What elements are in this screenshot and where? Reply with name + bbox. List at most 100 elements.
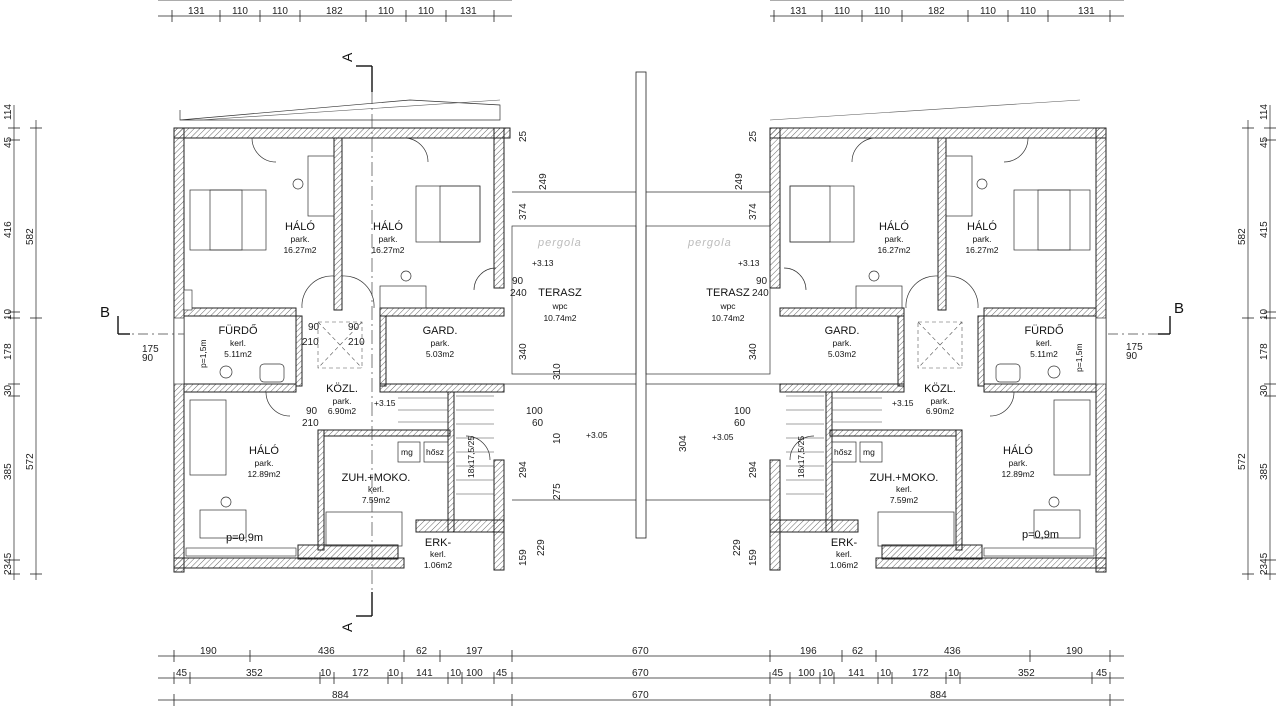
room-furdo-left: FÜRDŐ kerl. 5.11m2 bbox=[218, 323, 258, 359]
room-erk-left: ERK- kerl. 1.06m2 bbox=[424, 537, 453, 570]
bottom-r3-right: 884 bbox=[930, 690, 947, 701]
side-dimension-right: 114 45 415 582 10 178 30 385 572 2345 bbox=[1237, 104, 1276, 580]
svg-text:6.90m2: 6.90m2 bbox=[328, 406, 357, 416]
dim-60-right: 60 bbox=[734, 418, 746, 429]
dim-310-left: 310 bbox=[552, 363, 563, 380]
svg-text:kerl.: kerl. bbox=[896, 484, 912, 494]
room-kozl-right: KÖZL. park. 6.90m2 bbox=[924, 383, 956, 416]
top-dim-r-1: 131 bbox=[790, 6, 807, 17]
svg-text:1.06m2: 1.06m2 bbox=[830, 560, 859, 570]
dim-374-right: 374 bbox=[748, 203, 759, 220]
svg-text:16.27m2: 16.27m2 bbox=[877, 245, 910, 255]
side-dim-r-4: 582 bbox=[1237, 228, 1248, 245]
level-313-right: +3.13 bbox=[738, 258, 760, 268]
top-dim-r-5: 110 bbox=[980, 6, 996, 17]
top-dim-l-2: 110 bbox=[232, 6, 248, 17]
side-dim-r-8: 385 bbox=[1259, 463, 1270, 480]
svg-text:GARD.: GARD. bbox=[423, 325, 458, 337]
bottom-r2-r-1: 45 bbox=[772, 668, 784, 679]
bottom-r1-r-4: 190 bbox=[1066, 646, 1083, 657]
bottom-r2-mid: 670 bbox=[632, 668, 649, 679]
bottom-r2-l-6: 141 bbox=[416, 668, 433, 679]
pergola-right: pergola bbox=[687, 237, 732, 249]
bottom-r3-left: 884 bbox=[332, 690, 349, 701]
bottom-r1-r-3: 436 bbox=[944, 646, 961, 657]
fixture-mg-right: mg bbox=[863, 447, 875, 457]
unit-right: hősz mg B 175 90 p=1,5m p=0,9m 18x17,5/2… bbox=[645, 99, 1184, 573]
room-furdo-right: FÜRDŐ kerl. 5.11m2 bbox=[1024, 323, 1064, 359]
room-erk-right: ERK- kerl. 1.06m2 bbox=[830, 537, 859, 570]
svg-text:kerl.: kerl. bbox=[230, 338, 246, 348]
side-dim-l-6: 178 bbox=[3, 343, 14, 360]
unit-left: mg hősz A A B 175 90 p=1,5m p=0,9m 18x17… bbox=[100, 52, 689, 632]
svg-text:park.: park. bbox=[885, 234, 904, 244]
svg-text:park.: park. bbox=[973, 234, 992, 244]
svg-text:TERASZ: TERASZ bbox=[538, 287, 582, 299]
dim-90-right: 90 bbox=[1126, 351, 1138, 362]
bottom-r2-l-5: 10 bbox=[388, 668, 400, 679]
svg-text:wpc: wpc bbox=[719, 301, 736, 311]
section-b-right: B bbox=[1174, 300, 1184, 317]
side-dim-r-6: 178 bbox=[1259, 343, 1270, 360]
room-halo-3-right: HÁLÓ park. 12.89m2 bbox=[1001, 444, 1034, 479]
svg-text:park.: park. bbox=[1009, 458, 1028, 468]
dim-229-left: 229 bbox=[536, 539, 547, 556]
svg-text:park.: park. bbox=[255, 458, 274, 468]
bottom-r1-mid: 670 bbox=[632, 646, 649, 657]
dim-60-left: 60 bbox=[532, 418, 544, 429]
window-p15-left: p=1,5m bbox=[198, 339, 208, 368]
svg-text:KÖZL.: KÖZL. bbox=[924, 383, 956, 395]
door-dim-210-l3: 210 bbox=[302, 418, 319, 429]
room-terasz-right: TERASZ wpc 10.74m2 bbox=[706, 287, 750, 323]
side-dim-l-10: 2345 bbox=[3, 552, 14, 575]
svg-text:10.74m2: 10.74m2 bbox=[543, 313, 576, 323]
svg-text:HÁLÓ: HÁLÓ bbox=[285, 220, 315, 233]
dim-249-left: 249 bbox=[538, 173, 549, 190]
bottom-dimension-row-1: 190 436 62 197 670 196 62 436 190 bbox=[158, 646, 1124, 662]
svg-text:kerl.: kerl. bbox=[836, 549, 852, 559]
door-dim-90-l1: 90 bbox=[308, 322, 320, 333]
bottom-r1-l-4: 197 bbox=[466, 646, 483, 657]
svg-text:HÁLÓ: HÁLÓ bbox=[249, 444, 279, 457]
svg-text:1.06m2: 1.06m2 bbox=[424, 560, 453, 570]
top-dim-l-5: 110 bbox=[378, 6, 394, 17]
dim-100-right: 100 bbox=[734, 406, 751, 417]
dim-294-right: 294 bbox=[748, 461, 759, 478]
side-dim-l-7: 30 bbox=[3, 384, 14, 396]
top-dimension-left: 131 110 110 182 110 110 131 bbox=[158, 0, 512, 22]
room-terasz-left: TERASZ wpc 10.74m2 bbox=[538, 287, 582, 323]
dim-294-left: 294 bbox=[518, 461, 529, 478]
top-dim-r-3: 110 bbox=[874, 6, 890, 17]
svg-text:5.03m2: 5.03m2 bbox=[828, 349, 857, 359]
room-gard-right: GARD. park. 5.03m2 bbox=[825, 325, 860, 359]
svg-text:HÁLÓ: HÁLÓ bbox=[1003, 444, 1033, 457]
room-halo-2-left: HÁLÓ park. 16.27m2 bbox=[371, 220, 404, 255]
door-dim-210-l2: 210 bbox=[348, 337, 365, 348]
side-dim-l-1: 114 bbox=[3, 104, 14, 120]
side-dim-r-10: 2345 bbox=[1259, 552, 1270, 575]
bottom-r2-l-8: 100 bbox=[466, 668, 483, 679]
top-dim-r-7: 131 bbox=[1078, 6, 1095, 17]
svg-text:12.89m2: 12.89m2 bbox=[247, 469, 280, 479]
svg-text:KÖZL.: KÖZL. bbox=[326, 383, 358, 395]
level-315-left: +3.15 bbox=[374, 398, 396, 408]
door-dim-90-l3: 90 bbox=[306, 406, 318, 417]
bottom-r2-r-5: 10 bbox=[880, 668, 892, 679]
top-dim-r-2: 110 bbox=[834, 6, 850, 17]
svg-text:park.: park. bbox=[333, 396, 352, 406]
dim-25-left: 25 bbox=[518, 130, 529, 142]
dim-240-right: 240 bbox=[752, 288, 769, 299]
pergola-left: pergola bbox=[537, 237, 582, 249]
svg-text:10.74m2: 10.74m2 bbox=[711, 313, 744, 323]
fixture-hosz-right: hősz bbox=[834, 447, 852, 457]
svg-text:ZUH.+MOKO.: ZUH.+MOKO. bbox=[342, 472, 411, 484]
stair-label-right: 18x17,5/25 bbox=[796, 436, 806, 478]
stair-label-left: 18x17,5/25 bbox=[466, 436, 476, 478]
dim-90-left2: 90 bbox=[512, 276, 524, 287]
bottom-r1-r-2: 62 bbox=[852, 646, 864, 657]
window-p09-left: p=0,9m bbox=[226, 532, 263, 544]
svg-text:kerl.: kerl. bbox=[430, 549, 446, 559]
window-p09-right: p=0,9m bbox=[1022, 529, 1059, 541]
section-b-left: B bbox=[100, 304, 110, 321]
svg-text:16.27m2: 16.27m2 bbox=[965, 245, 998, 255]
